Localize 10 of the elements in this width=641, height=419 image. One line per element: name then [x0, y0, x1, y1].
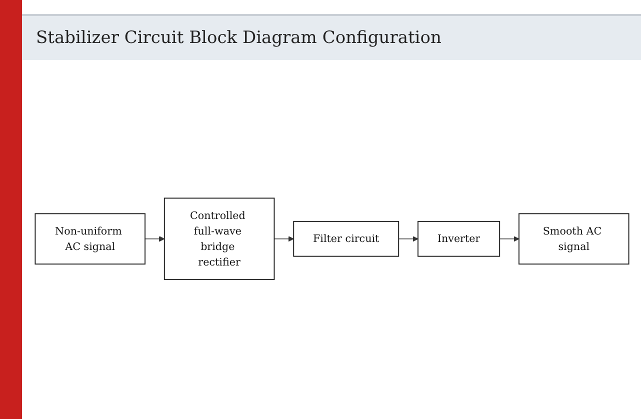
arrow [144, 236, 165, 242]
node-box: Controlled full-wave bridge rectifier [164, 198, 275, 280]
arrow [274, 236, 294, 242]
node-box: Non-uniform AC signal [34, 213, 146, 265]
title: Stabilizer Circuit Block Diagram Configuration [22, 14, 641, 60]
arrow [499, 236, 520, 242]
node-box: Filter circuit [293, 221, 400, 257]
node-box: Smooth AC signal [518, 213, 630, 265]
node-box: Inverter [418, 221, 500, 257]
arrow [398, 236, 418, 242]
